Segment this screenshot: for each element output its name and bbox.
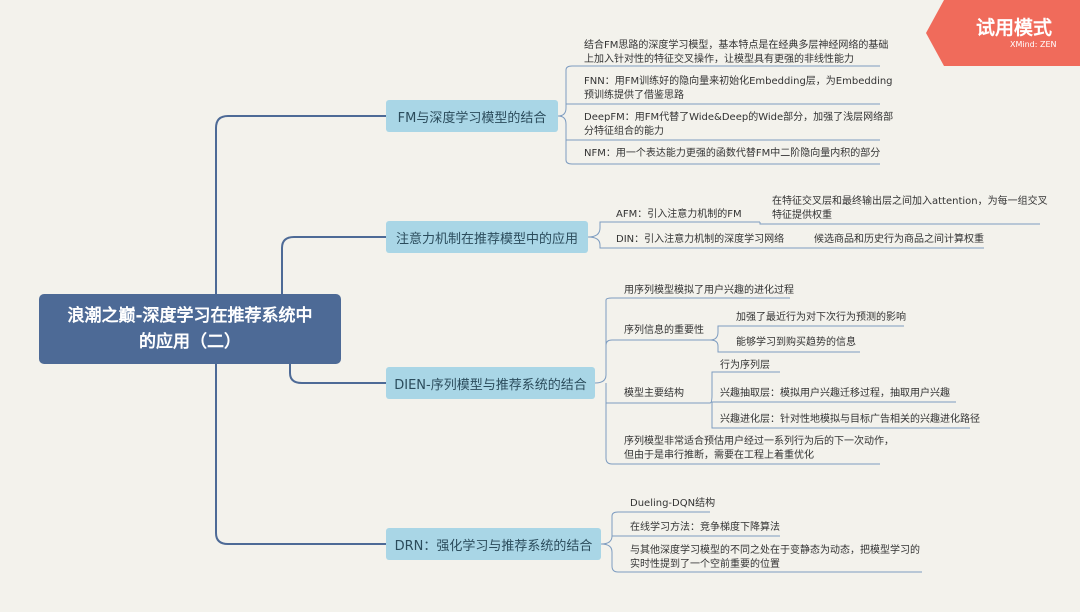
- leaf-din[interactable]: DIN：引入注意力机制的深度学习网络: [616, 234, 785, 245]
- branch-drn[interactable]: DRN：强化学习与推荐系统的结合: [386, 528, 601, 560]
- leaf-dien-structure[interactable]: 模型主要结构: [624, 388, 684, 399]
- leaf-text: 在特征交叉层和最终输出层之间加入attention，为每一组交叉: [772, 196, 1048, 207]
- connector-root-attention: [281, 236, 386, 294]
- leaf-text: 预训练提供了借鉴思路: [584, 90, 684, 101]
- leaf-drn-online[interactable]: 在线学习方法：竞争梯度下降算法: [630, 522, 780, 533]
- leaf-text: 特征提供权重: [772, 210, 832, 221]
- leaf-drn-diff[interactable]: 与其他深度学习模型的不同之处在于变静态为动态，把模型学习的 实时性提到了一个空前…: [630, 544, 920, 572]
- leaf-text: 与其他深度学习模型的不同之处在于变静态为动态，把模型学习的: [630, 545, 920, 556]
- leaf-dien-s2[interactable]: 兴趣抽取层：模拟用户兴趣迁移过程，抽取用户兴趣: [720, 388, 950, 399]
- leaf-fm-deepfm[interactable]: DeepFM：用FM代替了Wide&Deep的Wide部分，加强了浅层网络部 分…: [584, 111, 893, 139]
- branch-fm[interactable]: FM与深度学习模型的结合: [386, 100, 558, 132]
- leaf-dien-simulate[interactable]: 用序列模型模拟了用户兴趣的进化过程: [624, 285, 794, 296]
- trial-mode-badge[interactable]: [926, 0, 1080, 66]
- leaf-dien-imp1[interactable]: 加强了最近行为对下次行为预测的影响: [736, 312, 906, 323]
- connector-root-drn: [215, 364, 386, 545]
- branch-attention[interactable]: 注意力机制在推荐模型中的应用: [386, 221, 588, 253]
- leaf-text: 分特征组合的能力: [584, 126, 664, 137]
- leaf-fm-fnn[interactable]: FNN：用FM训练好的隐向量来初始化Embedding层，为Embedding …: [584, 75, 893, 103]
- leaf-afm[interactable]: AFM：引入注意力机制的FM: [616, 209, 742, 220]
- root-title-line2: 的应用（二）: [139, 332, 241, 352]
- leaf-text: 实时性提到了一个空前重要的位置: [630, 559, 780, 570]
- leaf-dien-importance[interactable]: 序列信息的重要性: [624, 325, 704, 336]
- leaf-afm-detail[interactable]: 在特征交叉层和最终输出层之间加入attention，为每一组交叉 特征提供权重: [772, 195, 1048, 223]
- leaf-dien-s1[interactable]: 行为序列层: [720, 360, 770, 371]
- trial-mode-label: 试用模式: [976, 17, 1053, 39]
- leaf-fm-intro[interactable]: 结合FM思路的深度学习模型，基本特点是在经典多层神经网络的基础 上加入针对性的特…: [584, 39, 888, 67]
- leaf-text: FNN：用FM训练好的隐向量来初始化Embedding层，为Embedding: [584, 76, 893, 87]
- leaf-text: 上加入针对性的特征交叉操作，让模型具有更强的非线性能力: [584, 54, 854, 65]
- root-title-line1: 浪潮之巅-深度学习在推荐系统中: [67, 306, 313, 326]
- leaf-text: 序列模型非常适合预估用户经过一系列行为后的下一次动作，: [624, 436, 894, 447]
- leaf-text: 但由于是串行推断，需要在工程上着重优化: [624, 450, 814, 461]
- root-topic[interactable]: 浪潮之巅-深度学习在推荐系统中 的应用（二）: [39, 294, 341, 364]
- leaf-drn-dueling[interactable]: Dueling-DQN结构: [630, 498, 716, 509]
- leaf-dien-note[interactable]: 序列模型非常适合预估用户经过一系列行为后的下一次动作， 但由于是串行推断，需要在…: [624, 435, 894, 463]
- leaf-fm-nfm[interactable]: NFM：用一个表达能力更强的函数代替FM中二阶隐向量内积的部分: [584, 148, 881, 159]
- leaf-dien-imp2[interactable]: 能够学习到购买趋势的信息: [736, 337, 856, 348]
- connector-root-fm: [215, 115, 386, 294]
- connector-root-dien: [289, 364, 386, 384]
- leaf-din-detail[interactable]: 候选商品和历史行为商品之间计算权重: [814, 234, 984, 245]
- leaf-text: DeepFM：用FM代替了Wide&Deep的Wide部分，加强了浅层网络部: [584, 112, 894, 123]
- leaf-dien-s3[interactable]: 兴趣进化层：针对性地模拟与目标广告相关的兴趣进化路径: [720, 414, 980, 425]
- leaf-text: 结合FM思路的深度学习模型，基本特点是在经典多层神经网络的基础: [584, 40, 889, 51]
- xmind-brand-label: XMind: ZEN: [1010, 40, 1057, 49]
- branch-dien[interactable]: DIEN-序列模型与推荐系统的结合: [386, 367, 595, 399]
